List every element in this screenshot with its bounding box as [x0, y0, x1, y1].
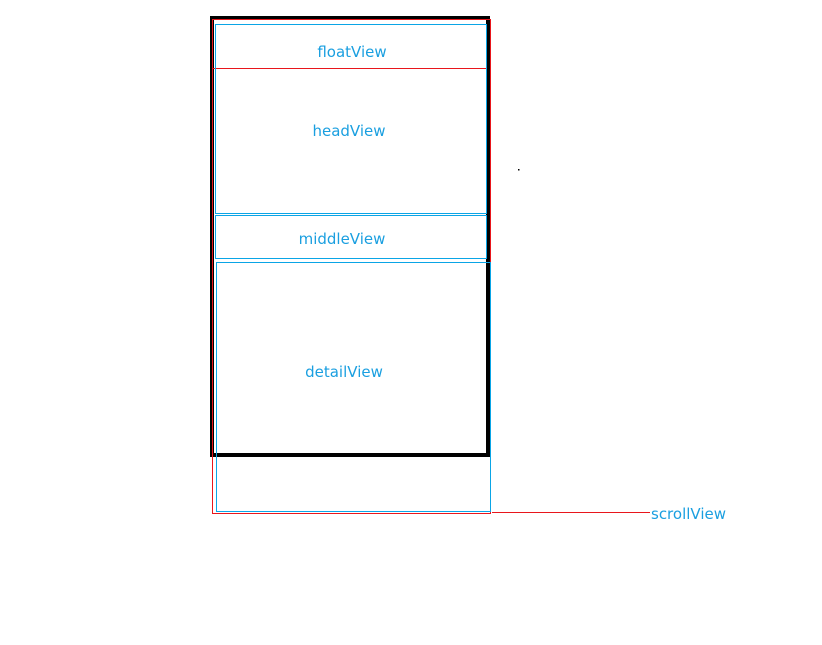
detail-view-label: detailView	[305, 363, 383, 381]
middle-view-label: middleView	[299, 230, 386, 248]
scroll-view-box	[212, 19, 491, 514]
float-view-label: floatView	[317, 43, 386, 61]
head-view-label: headView	[312, 122, 385, 140]
detail-view-box	[216, 262, 491, 512]
stray-dot	[518, 169, 520, 171]
middle-view-box	[215, 215, 487, 259]
scroll-view-label: scrollView	[651, 505, 726, 523]
head-view-box	[215, 24, 487, 214]
